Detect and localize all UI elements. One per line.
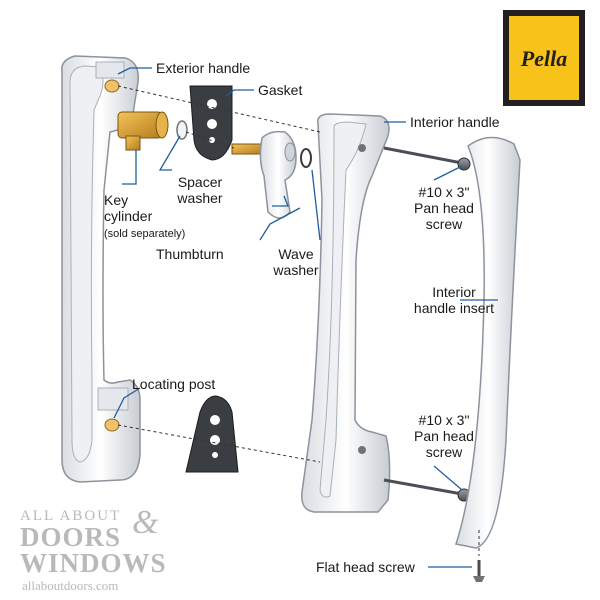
label-wave-washer-line2: washer xyxy=(273,262,319,278)
label-screw-top-line1: #10 x 3" xyxy=(418,184,470,200)
label-thumbturn: Thumbturn xyxy=(156,246,224,262)
label-spacer-washer-line2: washer xyxy=(177,190,223,206)
pan-head-screw-bottom xyxy=(383,478,471,502)
label-screw-bottom-line2: Pan head xyxy=(414,428,474,444)
label-screw-top-line2: Pan head xyxy=(414,200,474,216)
label-insert-line2: handle insert xyxy=(413,300,495,316)
pella-logo: Pella xyxy=(503,10,585,106)
interior-handle xyxy=(301,113,391,513)
label-screw-bottom-line1: #10 x 3" xyxy=(418,412,470,428)
pella-logo-text: Pella xyxy=(520,46,568,71)
label-locating-post: Locating post xyxy=(132,376,216,392)
flat-head-screw xyxy=(473,560,485,582)
label-gasket: Gasket xyxy=(258,82,303,98)
watermark-line3: WINDOWS xyxy=(20,548,167,578)
pan-head-screw-top xyxy=(383,146,471,171)
key-cylinder xyxy=(117,111,169,151)
label-spacer-washer-line1: Spacer xyxy=(177,174,223,190)
pella-logo-background: Pella xyxy=(509,16,579,100)
label-screw-bottom-line3: screw xyxy=(425,444,463,460)
wave-washer xyxy=(300,148,312,168)
label-screw-top-line3: screw xyxy=(425,216,463,232)
label-key-cylinder-note: (sold separately) xyxy=(104,228,186,240)
watermark-url: allaboutdoors.com xyxy=(22,578,119,593)
interior-handle-insert xyxy=(455,136,521,549)
label-flat-head-screw: Flat head screw xyxy=(316,559,415,575)
label-interior-handle: Interior handle xyxy=(410,114,500,130)
gasket-top xyxy=(189,85,233,161)
watermark-line2: DOORS xyxy=(20,522,122,552)
label-insert-line1: Interior xyxy=(432,284,476,300)
gasket-bottom xyxy=(185,395,239,473)
alignment-lines xyxy=(117,85,480,556)
label-key-cylinder-line1: Key xyxy=(104,192,129,208)
thumbturn xyxy=(231,130,297,219)
label-exterior-handle: Exterior handle xyxy=(156,60,251,76)
spacer-washer xyxy=(176,120,188,140)
watermark-ampersand: & xyxy=(132,504,159,541)
watermark-line1: ALL ABOUT xyxy=(20,508,122,524)
label-key-cylinder-line2: cylinder xyxy=(104,208,153,224)
exterior-handle xyxy=(61,55,141,483)
leader-lines xyxy=(113,67,498,568)
label-wave-washer-line1: Wave xyxy=(278,246,314,262)
